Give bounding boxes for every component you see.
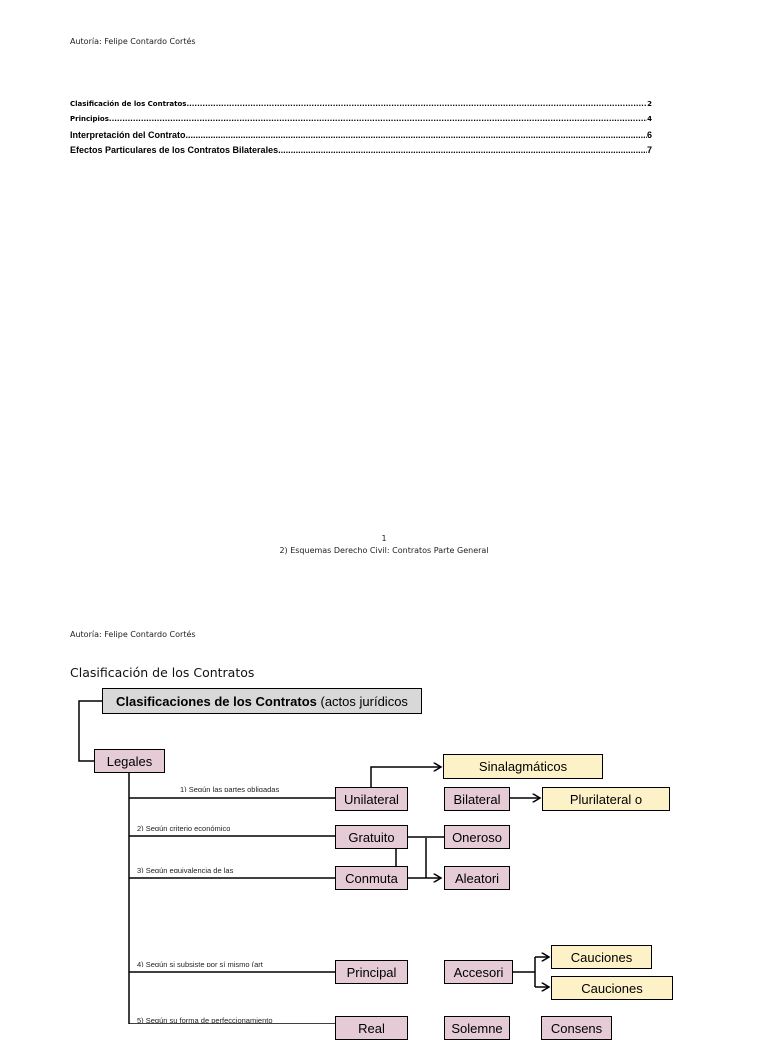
criterion-label: 2) Según criterio económico [137, 824, 231, 831]
node-aleatorio[interactable]: Aleatori [444, 866, 510, 890]
criterion-label: 1) Según las partes obligadas [180, 785, 280, 792]
node-oneroso[interactable]: Oneroso [444, 825, 510, 849]
toc-entry-label: Efectos Particulares de los Contratos Bi… [70, 145, 279, 155]
page-footer: 2) Esquemas Derecho Civil: Contratos Par… [279, 546, 489, 555]
root-node-label: (actos jurídicos [316, 693, 408, 709]
toc-entry-label: Clasificación de los Contratos [70, 100, 187, 108]
page-header-author: Autoría: Felipe Contardo Cortés [70, 630, 196, 639]
criterion-label: 5) Según su forma de perfeccionamiento [137, 1016, 273, 1023]
toc-entry-page: 4 [647, 115, 652, 123]
node-real[interactable]: Real [335, 1016, 408, 1040]
toc-entry-page: 2 [647, 100, 652, 108]
criterion-label: 4) Según si subsiste por sí mismo (art [137, 960, 263, 967]
toc-leader-dots [186, 130, 647, 140]
document-page-2: Autoría: Felipe Contardo Cortés Clasific… [0, 580, 768, 1040]
node-solemne[interactable]: Solemne [444, 1016, 510, 1040]
node-legales[interactable]: Legales [94, 749, 165, 773]
toc-leader-dots [109, 115, 647, 123]
criterion-label: 3) Según equivalencia de las [137, 866, 234, 873]
node-principal[interactable]: Principal [335, 960, 408, 984]
page-header-author: Autoría: Felipe Contardo Cortés [70, 37, 196, 46]
node-gratuito[interactable]: Gratuito [335, 825, 408, 849]
toc-leader-dots [186, 100, 647, 108]
node-cauciones[interactable]: Cauciones [551, 945, 652, 969]
document-page-1: Autoría: Felipe Contardo Cortés Clasific… [0, 0, 768, 580]
toc-entry-page: 7 [646, 145, 652, 155]
root-node-bold-label: Clasificaciones de los Contratos [116, 693, 317, 709]
node-unilateral[interactable]: Unilateral [335, 787, 408, 811]
node-conmutativo[interactable]: Conmuta [335, 866, 408, 890]
diagram-root-node[interactable]: Clasificaciones de los Contratos (actos … [102, 688, 422, 714]
toc-entry-page: 6 [646, 130, 652, 140]
node-plurilateral[interactable]: Plurilateral o [542, 787, 670, 811]
node-accesorio[interactable]: Accesori [444, 960, 513, 984]
node-sinalagmaticos[interactable]: Sinalagmáticos [443, 754, 603, 779]
page-number: 1 [381, 534, 387, 543]
toc-entry-label: Interpretación del Contrato [70, 130, 186, 140]
toc-entry[interactable]: Clasificación de los Contratos 2 [70, 100, 652, 108]
section-heading: Clasificación de los Contratos [70, 665, 255, 680]
diagram-connectors [78, 700, 768, 1024]
toc-entry[interactable]: Principios 4 [70, 115, 652, 123]
node-consensual[interactable]: Consens [541, 1016, 612, 1040]
toc-entry[interactable]: Interpretación del Contrato 6 [70, 130, 652, 140]
toc-entry-label: Principios [70, 115, 109, 123]
toc-leader-dots [278, 145, 647, 155]
node-cauciones[interactable]: Cauciones [551, 976, 673, 1000]
node-bilateral[interactable]: Bilateral [444, 787, 510, 811]
toc-entry[interactable]: Efectos Particulares de los Contratos Bi… [70, 145, 652, 155]
